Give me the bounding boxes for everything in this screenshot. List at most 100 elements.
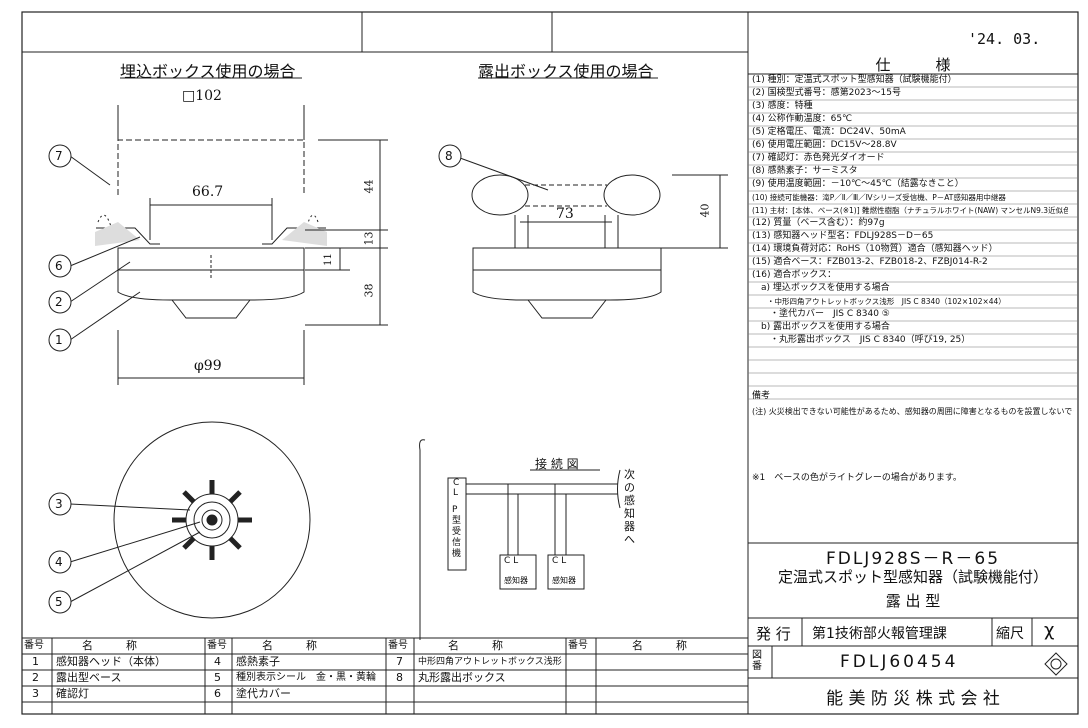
wiring-next-label: 次の感知器へ (624, 468, 635, 546)
wiring-detector-label-1: 感知器 (504, 576, 528, 585)
outer-frame (21, 11, 1079, 715)
parts-col-name-1: 名 称 (82, 639, 137, 652)
spec-row: b) 露出ボックスを使用する場合 (752, 322, 890, 332)
spec-row: (3) 感度：特種 (752, 101, 813, 111)
parts-col-no-1: 番号 (24, 640, 44, 651)
wiring-receiver-label: P型受信機 (452, 505, 462, 559)
callout-7: 7 (55, 149, 63, 163)
company-name: 能 美 防 災 株 式 会 社 (826, 689, 1000, 709)
part-name-8: 丸形露出ボックス (418, 671, 506, 684)
spec-row: ・丸形露出ボックス JIS C 8340（呼び19, 25） (752, 335, 971, 345)
parts-col-no-4: 番号 (568, 640, 588, 651)
part-name-3: 確認灯 (56, 687, 89, 700)
part-no-1: 1 (32, 655, 39, 668)
callout-leaders (69, 155, 549, 603)
spec-row: ・塗代カバー JIS C 8340 ⑤ (752, 309, 890, 319)
spec-row: (14) 環境負荷対応：RoHS（10物質）適合（感知器ヘッド） (752, 244, 998, 254)
parts-col-no-2: 番号 (207, 640, 227, 651)
dim-height-38: 38 (362, 283, 376, 298)
callout-3: 3 (55, 497, 63, 511)
parts-col-no-3: 番号 (388, 640, 408, 651)
callout-6: 6 (55, 259, 63, 273)
exposed-view (471, 77, 728, 319)
part-no-3: 3 (32, 687, 39, 700)
title-model: FDLJ928S－R－65 (825, 549, 1001, 569)
part-no-2: 2 (32, 671, 39, 684)
part-name-4: 感熱素子 (236, 655, 280, 668)
drawing-no-mark-icon (1044, 652, 1068, 676)
spec-row: (5) 定格電圧、電流：DC24V、50mA (752, 127, 906, 137)
spec-row: (1) 種別：定温式スポット型感知器（試験機能付） (752, 75, 957, 85)
dim-height-44: 44 (362, 179, 376, 194)
scale-value: χ (1044, 620, 1055, 641)
drawing-no-label: 図番 (752, 650, 762, 672)
spec-row-lines (748, 86, 1078, 400)
wiring-detector-cl-1: C L (504, 556, 519, 566)
spec-row: ・中形四角アウトレットボックス浅形 JIS C 8340（102×102×44） (752, 297, 1006, 306)
title-name: 定温式スポット型感知器（試験機能付） (777, 568, 1048, 586)
callout-1: 1 (55, 333, 63, 347)
spec-header: 仕 様 (875, 56, 951, 74)
parts-col-name-2: 名 称 (262, 639, 317, 652)
scale-label: 縮尺 (996, 626, 1024, 642)
dim-box-size: □102 (182, 88, 222, 104)
part-no-5: 5 (214, 671, 221, 684)
exposed-view-title: 露出ボックス使用の場合 (478, 62, 654, 81)
parts-col-name-3: 名 称 (448, 639, 503, 652)
wiring-diagram (419, 439, 621, 640)
callout-4: 4 (55, 555, 63, 569)
issue-label: 発 行 (756, 625, 791, 643)
part-name-2: 露出型ベース (56, 671, 122, 684)
wiring-c-label: C (453, 478, 460, 488)
embedded-view-title: 埋込ボックス使用の場合 (120, 62, 296, 81)
spec-row: (8) 感熱素子：サーミスタ (752, 166, 858, 176)
spec-remarks-title: 備考 (752, 391, 771, 401)
dim-inner-width: 66.7 (192, 184, 224, 200)
dim-height-11: 11 (322, 253, 334, 266)
part-name-5: 種別表示シール 金・黒・黄輪 (236, 672, 376, 683)
spec-note2: ※1 ベースの色がライトグレーの場合があります。 (752, 473, 962, 483)
part-no-4: 4 (214, 655, 221, 668)
spec-row: (2) 国検型式番号：感第2023～15号 (752, 88, 901, 98)
spec-panel-lines (748, 73, 1078, 679)
dim-height-13: 13 (362, 231, 376, 246)
callout-circles (48, 144, 462, 614)
part-name-7: 中形四角アウトレットボックス浅形 (418, 657, 562, 667)
wiring-l-label: L (453, 488, 459, 498)
spec-row: (13) 感知器ヘッド型名：FDLJ928S－D－65 (752, 231, 934, 241)
bottom-view (113, 421, 311, 619)
spec-row: a) 埋込ボックスを使用する場合 (752, 283, 890, 293)
spec-row: (6) 使用電圧範囲：DC15V～28.8V (752, 140, 897, 150)
dim-diameter: φ99 (194, 358, 222, 374)
date-label: '24. 03. (968, 30, 1041, 48)
dim-exposed-height: 40 (698, 203, 712, 218)
spec-row: (10) 接続可能機器：滝P／Ⅱ／Ⅲ／Ⅳシリーズ受信機、P－AT感知器用中継器 (752, 193, 1006, 202)
wiring-detector-cl-2: C L (552, 556, 567, 566)
part-name-1: 感知器ヘッド（本体） (56, 655, 166, 668)
spec-row: (4) 公称作動温度：65℃ (752, 114, 853, 124)
drawing-no: FDLJ60454 (840, 652, 959, 672)
callout-5: 5 (55, 595, 63, 609)
parts-table-lines (22, 637, 748, 714)
spec-row: (9) 使用温度範囲：－10℃～45℃（結露なきこと） (752, 179, 964, 189)
department: 第1技術部火報管理課 (812, 626, 947, 642)
spec-note: (注) 火災検出できない可能性があるため、感知器の周囲に障害となるものを設置しな… (752, 407, 1074, 416)
title-type: 露 出 型 (885, 592, 941, 610)
spec-row: (7) 確認灯：赤色発光ダイオード (752, 153, 885, 163)
spec-row: (11) 主材：[本体、ベース(※1)] 難燃性樹脂（ナチュラルホワイト(NAW… (752, 206, 1068, 215)
embedded-view (95, 77, 388, 385)
wiring-detector-label-2: 感知器 (552, 576, 576, 585)
parts-col-name-4: 名 称 (632, 639, 687, 652)
dim-exposed-width: 73 (556, 206, 574, 222)
spec-row: (15) 適合ベース：FZB013-2、FZB018-2、FZBJ014-R-2 (752, 257, 988, 267)
spec-row: (16) 適合ボックス： (752, 270, 837, 280)
spec-row: (12) 質量（ベース含む）：約97g (752, 218, 885, 228)
part-no-7: 7 (396, 655, 403, 668)
part-no-8: 8 (396, 671, 403, 684)
callout-2: 2 (55, 295, 63, 309)
part-no-6: 6 (214, 687, 221, 700)
part-name-6: 塗代カバー (236, 687, 291, 700)
callout-8: 8 (445, 149, 453, 163)
wiring-title: 接 続 図 (535, 457, 579, 471)
